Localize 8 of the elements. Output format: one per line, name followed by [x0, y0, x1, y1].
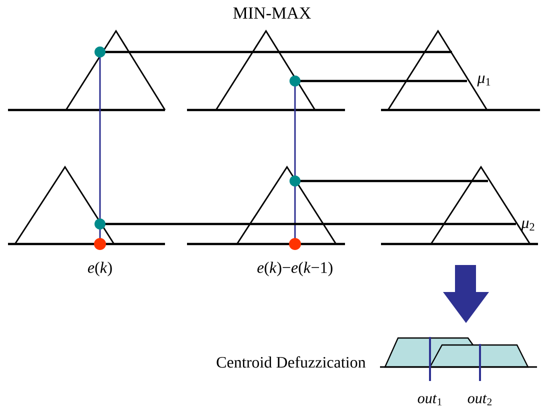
- title: MIN-MAX: [233, 7, 311, 19]
- output-label: out$_{1}$: [418, 394, 442, 406]
- axis-label: e(k)−e(k−1): [257, 262, 332, 276]
- output-label: out$_{2}$: [468, 394, 492, 406]
- membership-label: μ$_{2}$: [521, 220, 534, 232]
- caption-text: Centroid Defuzzication: [216, 356, 366, 368]
- membership-label: μ$_{1}$: [477, 76, 490, 86]
- axis-label: e(k): [88, 262, 112, 276]
